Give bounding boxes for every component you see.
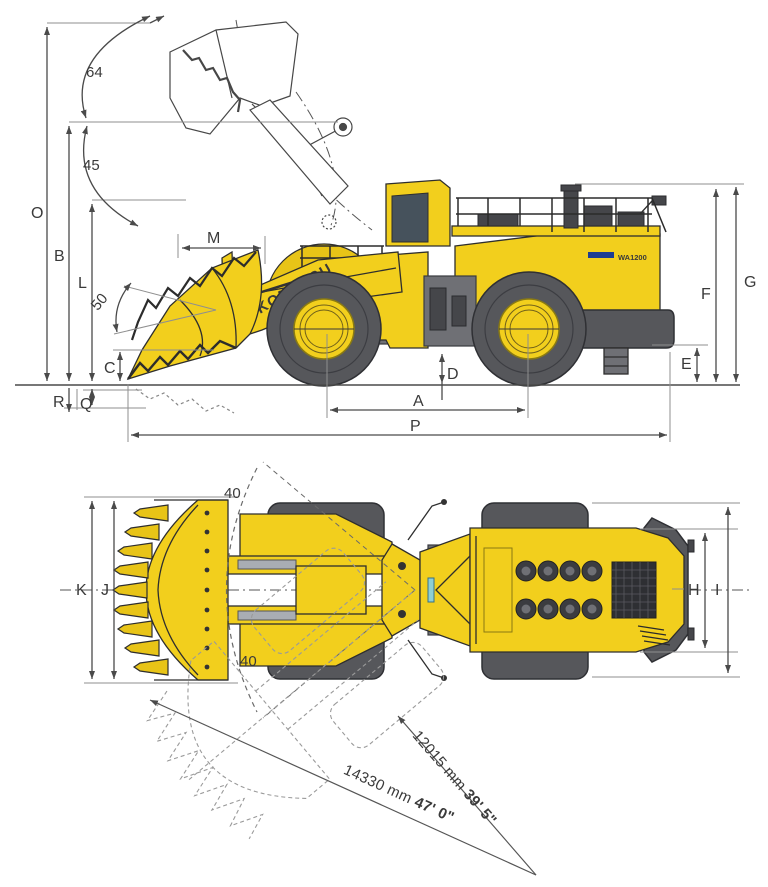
angle-label-steer-down: 40 — [240, 653, 257, 670]
turning-radius-ray — [397, 715, 537, 876]
dim-label-L: L — [78, 275, 87, 292]
top-view-rear-deck — [469, 527, 685, 653]
model-decal-text: WA1200 — [618, 253, 647, 262]
angle-label-50: 50 — [88, 290, 112, 314]
steer-angle-labels: 40 40 — [224, 485, 257, 670]
dump-angle-arc-64 — [80, 15, 151, 119]
turning-radius-dimensions: 12015 mm 39' 5" 14330 mm 47' 0" — [149, 699, 537, 876]
side-view: KOMATSU WA1200 — [15, 15, 756, 442]
angle-label-steer-up: 40 — [224, 485, 241, 502]
machine-width-dimensions: H I — [592, 502, 740, 678]
side-dimension-lines — [44, 15, 739, 438]
bucket-teeth-top — [111, 504, 169, 676]
dim-label-K: K — [76, 582, 87, 599]
lift-cylinder-right — [237, 610, 297, 621]
dim-label-D: D — [447, 366, 459, 383]
dim-label-C: C — [104, 360, 116, 377]
side-angle-labels: 64 45 50 — [83, 64, 111, 314]
top-view: K J H I 40 40 12015 mm 39' 5" 14330 mm 4… — [60, 461, 752, 876]
cab-window — [391, 192, 429, 243]
dim-label-B: B — [54, 248, 65, 265]
rear-counterweight — [559, 309, 675, 349]
dump-angle-arc-45 — [82, 125, 139, 227]
dim-label-M: M — [207, 230, 220, 247]
top-deck — [451, 225, 661, 237]
clearance-radius-ray — [149, 699, 537, 876]
grease-arm — [651, 195, 667, 206]
dim-label-G: G — [744, 274, 756, 291]
decal-stripe — [588, 252, 614, 258]
spill-guard-serration — [130, 251, 257, 341]
bucket-side-view — [126, 249, 263, 414]
radiator-grille — [611, 561, 657, 619]
rollback-angle-arc-50 — [112, 282, 132, 333]
deck-handrails — [456, 197, 667, 233]
bucket-teeth — [127, 339, 237, 380]
rear-wheel — [471, 271, 587, 387]
side-angle-arcs — [80, 15, 217, 335]
top-view-articulation — [381, 533, 471, 647]
articulated-ghost-outline — [146, 547, 445, 840]
angle-label-64: 64 — [86, 64, 103, 81]
dim-O-top-arrow — [149, 15, 165, 24]
deck-steps-hatch — [637, 625, 671, 646]
dim-label-J: J — [101, 582, 109, 599]
bucket-width-dimensions: K J — [76, 496, 238, 684]
dim-label-Q: Q — [80, 396, 92, 413]
side-dimension-labels: O B L M C R Q A P D E F G — [31, 205, 756, 435]
exhaust-stack — [563, 187, 579, 229]
dim-label-P: P — [410, 418, 421, 435]
windshield-glass — [427, 577, 435, 603]
rear-access-ladder — [603, 347, 629, 375]
front-wheel — [266, 271, 382, 387]
bucket-top-view — [111, 499, 229, 681]
dim-label-R: R — [53, 394, 65, 411]
mirror-arms — [407, 501, 445, 679]
lift-cylinder-left — [237, 559, 297, 570]
model-decal: WA1200 — [588, 252, 647, 262]
tilt-cylinder-block — [295, 565, 367, 615]
steering-arc — [226, 467, 258, 713]
air-cleaner-cluster — [515, 560, 603, 620]
exhaust-cap — [560, 184, 582, 192]
dim-label-E: E — [681, 356, 692, 373]
below-grade-bucket-dashed — [135, 388, 235, 414]
dim-label-H: H — [688, 582, 700, 599]
bucket-bolts — [204, 510, 210, 670]
dim-label-A: A — [413, 393, 424, 410]
angle-label-45: 45 — [83, 157, 100, 174]
dim-label-I: I — [715, 582, 719, 599]
dim-label-F: F — [701, 286, 711, 303]
raised-bucket-outline — [169, 21, 353, 230]
dim-label-O: O — [31, 205, 43, 222]
